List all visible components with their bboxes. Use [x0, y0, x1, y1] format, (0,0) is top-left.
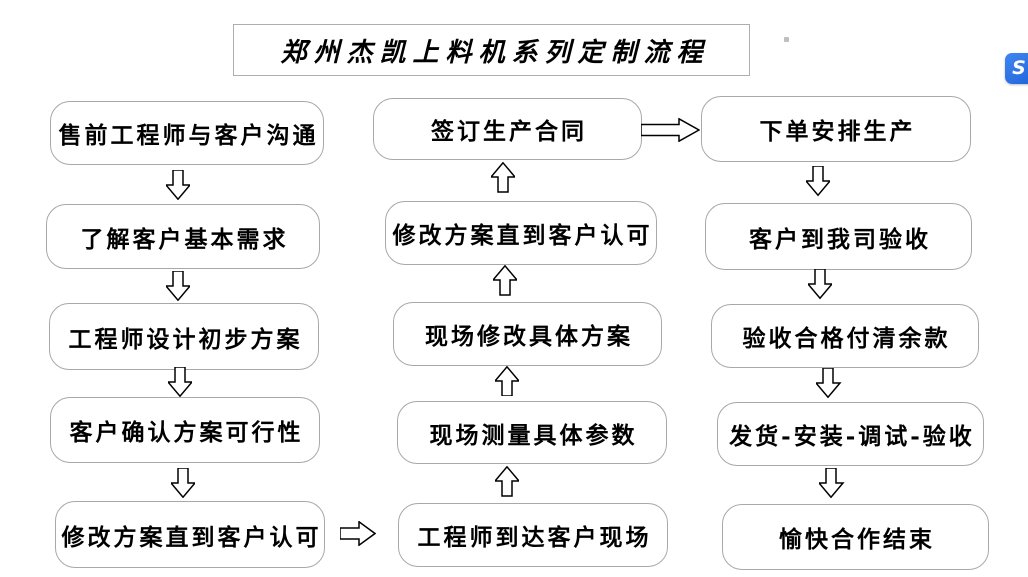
down-arrow-icon: [808, 269, 832, 299]
flow-node-revise-until-approved-2: 修改方案直到客户认可: [385, 201, 657, 265]
down-arrow-icon: [166, 170, 190, 200]
flow-node-presale-communication: 售前工程师与客户沟通: [50, 101, 324, 165]
s-logo-icon: S: [1012, 57, 1026, 79]
flow-node-initial-design: 工程师设计初步方案: [49, 303, 319, 370]
flow-node-understand-needs: 了解客户基本需求: [46, 204, 320, 269]
flow-node-onsite-measure-params: 现场测量具体参数: [397, 401, 667, 464]
down-arrow-icon: [816, 368, 841, 398]
up-arrow-icon: [495, 366, 519, 396]
up-arrow-icon: [495, 466, 519, 497]
down-arrow-icon: [166, 271, 190, 301]
side-tool-icon[interactable]: S: [1005, 53, 1028, 84]
up-arrow-icon: [491, 162, 515, 193]
flow-node-cooperation-end: 愉快合作结束: [722, 504, 989, 570]
right-arrow-icon: [340, 521, 376, 546]
right-arrow-icon: [641, 118, 700, 142]
up-arrow-icon: [493, 265, 517, 296]
down-arrow-icon: [819, 468, 844, 498]
flow-node-sign-contract: 签订生产合同: [373, 98, 642, 160]
flow-node-confirm-feasibility: 客户确认方案可行性: [50, 397, 320, 463]
flow-node-order-production: 下单安排生产: [701, 96, 971, 162]
flow-node-pay-balance: 验收合格付清余款: [711, 304, 979, 368]
flowchart-title-box: 郑州杰凯上料机系列定制流程: [233, 24, 750, 76]
down-arrow-icon: [168, 367, 192, 397]
flow-node-onsite-modify-plan: 现场修改具体方案: [393, 302, 662, 366]
down-arrow-icon: [806, 166, 830, 196]
flow-node-customer-inspection: 客户到我司验收: [705, 203, 972, 270]
flow-node-ship-install-debug-accept: 发货-安装-调试-验收: [717, 402, 984, 466]
flow-node-revise-until-approved: 修改方案直到客户认可: [55, 501, 325, 568]
smudge-dot: [784, 37, 789, 42]
down-arrow-icon: [171, 468, 195, 498]
page-title: 郑州杰凯上料机系列定制流程: [280, 37, 710, 68]
flow-node-engineer-arrives-onsite: 工程师到达客户现场: [398, 503, 668, 567]
